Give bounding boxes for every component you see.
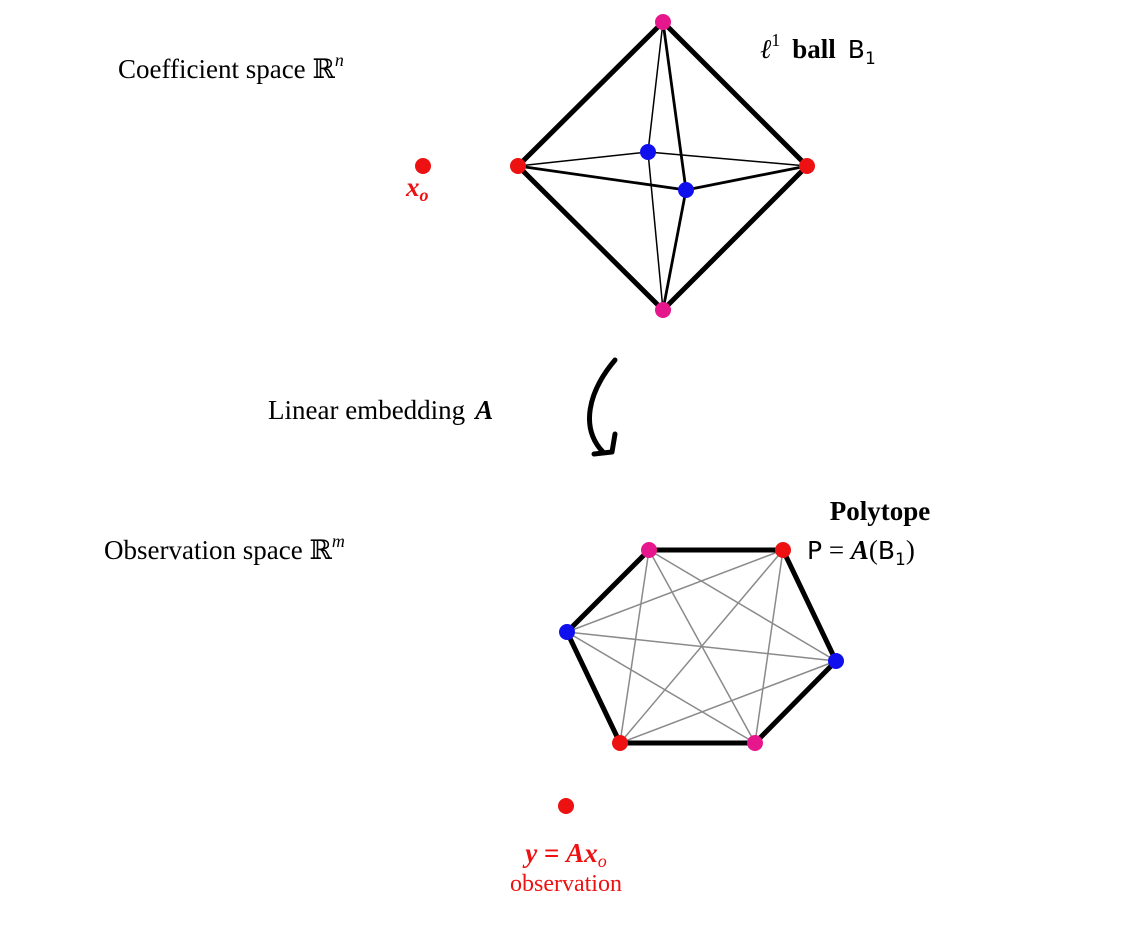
observation-caption: observation (510, 871, 622, 897)
octa-edge-front (661, 21, 688, 191)
poly-diagonal (566, 631, 756, 744)
octa-vertex-left (510, 158, 526, 174)
octa-edge-thin (517, 151, 649, 167)
poly-diagonal (619, 660, 837, 744)
poly-diagonal (566, 549, 784, 633)
octa-vertex-bottom (655, 302, 671, 318)
arrow-head (591, 431, 618, 457)
octa-edge-thin (647, 151, 808, 167)
octa-vertex-right (799, 158, 815, 174)
poly-diagonal (566, 631, 837, 662)
octa-vertex-top (655, 14, 671, 30)
poly-diagonal (754, 549, 784, 744)
polytope-equation: P = A(B1) (807, 535, 915, 570)
poly-vertex (559, 624, 575, 640)
octa-vertex-back (640, 144, 656, 160)
poly-vertex (641, 542, 657, 558)
poly-diagonal (619, 549, 650, 744)
embedding-arrow (587, 357, 618, 457)
polytope-title: Polytope (830, 496, 931, 526)
octa-edge-front (517, 164, 687, 192)
octa-vertex-front (678, 182, 694, 198)
poly-vertex (775, 542, 791, 558)
arrow-curve (587, 357, 618, 455)
octa-edge-front (685, 164, 808, 192)
octa-edge-thin (647, 21, 664, 153)
observation-space-label: Observation space ℝm (104, 531, 345, 565)
octa-outline (514, 18, 811, 314)
octa-edge-thin (647, 151, 664, 311)
poly-vertex (828, 653, 844, 669)
poly-vertex (747, 735, 763, 751)
coefficient-space-label: Coefficient space ℝn (118, 50, 344, 84)
xo-label: xo (405, 172, 429, 205)
point-y (558, 798, 574, 814)
octahedron (510, 14, 815, 318)
octa-edge-front (661, 189, 688, 311)
polytope (559, 542, 844, 751)
poly-diagonal (648, 549, 837, 662)
point-xo (415, 158, 431, 174)
poly-vertex (612, 735, 628, 751)
observation-equation: y = Axo (522, 838, 606, 871)
